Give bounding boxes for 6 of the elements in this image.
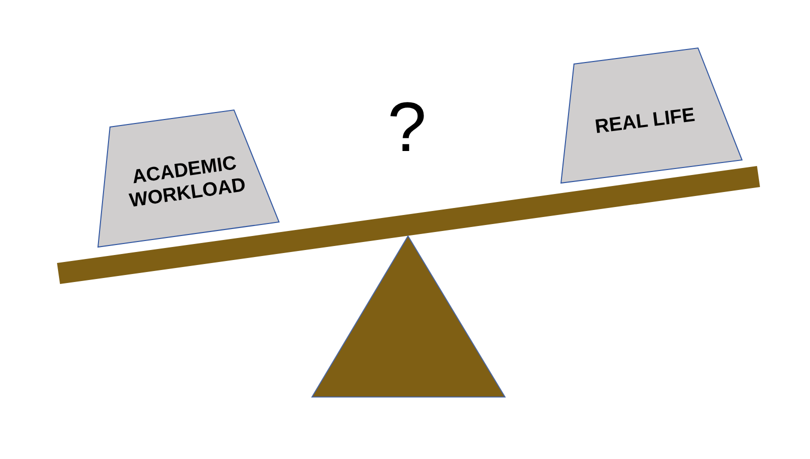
weight-block — [98, 110, 279, 247]
fulcrum-triangle — [312, 236, 505, 397]
weight-label: ACADEMIC WORKLOAD — [127, 150, 248, 214]
weight-label: REAL LIFE — [592, 102, 698, 140]
weight-block — [561, 48, 742, 183]
question-mark-text: ? — [388, 92, 426, 162]
